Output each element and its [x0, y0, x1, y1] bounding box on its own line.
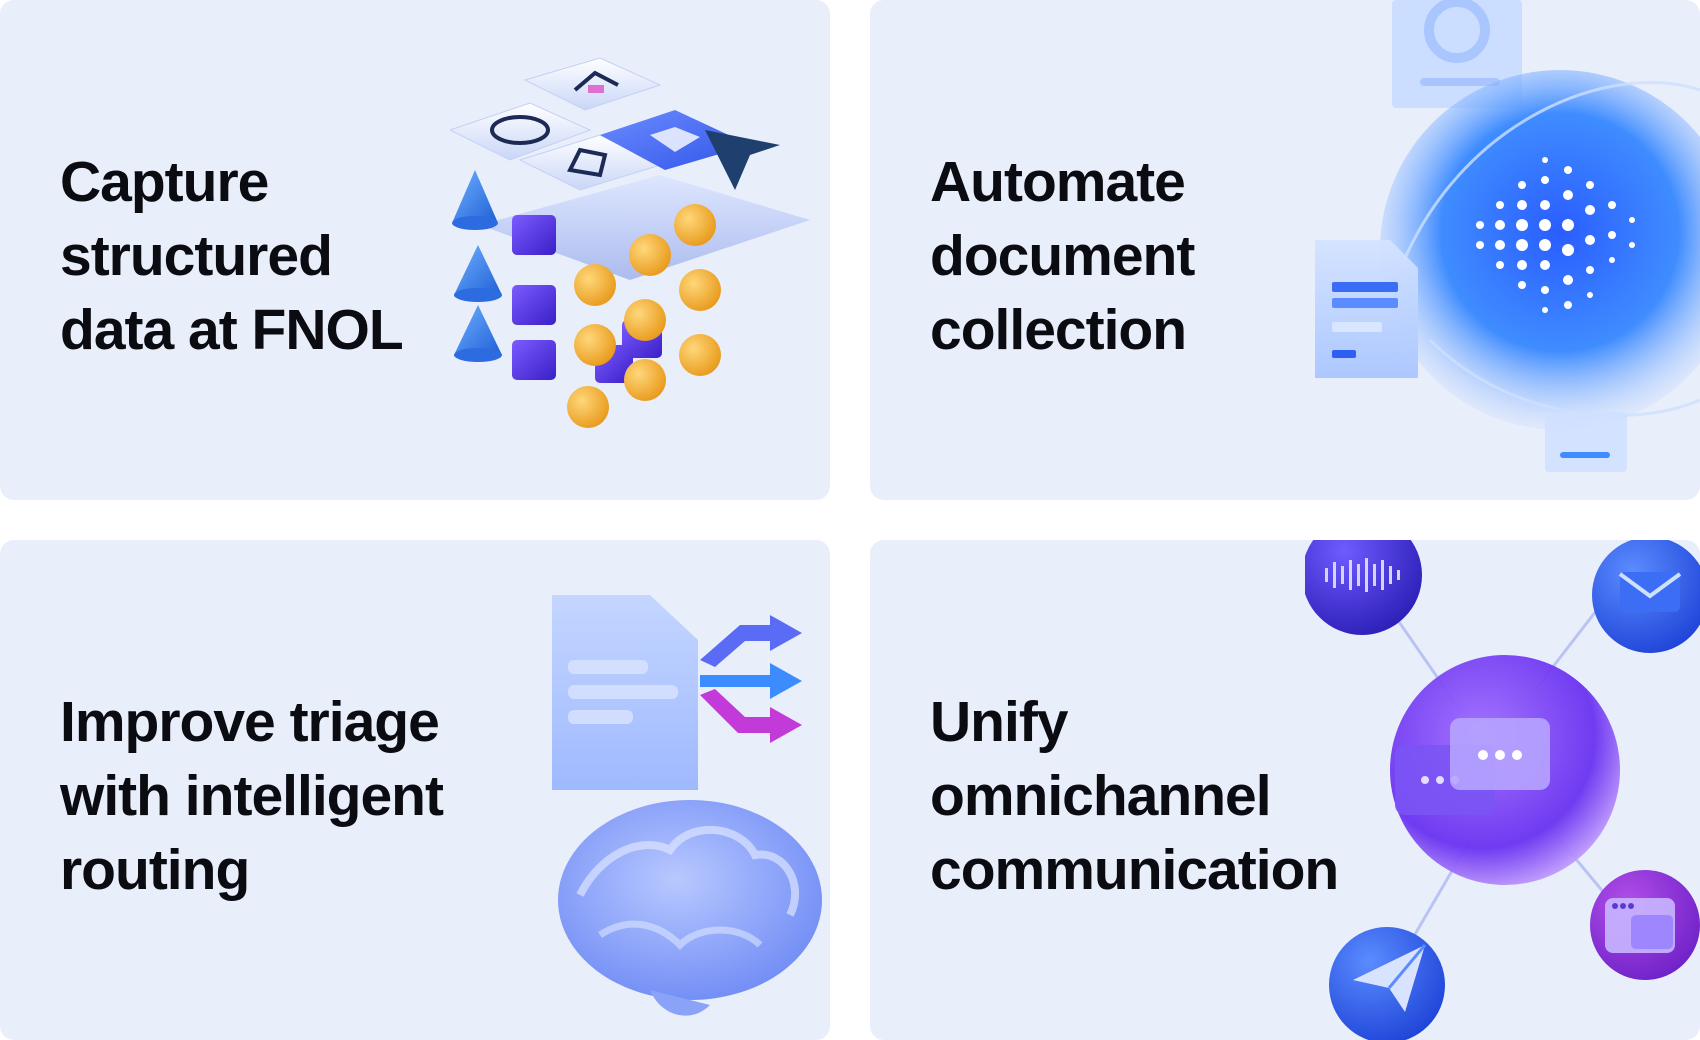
feature-card-documents: Automate document collection — [870, 0, 1700, 500]
omnichannel-network-illustration — [1305, 540, 1700, 1040]
card-title: Automate document collection — [930, 150, 1195, 362]
card-title: Unify omnichannel communication — [930, 690, 1339, 902]
brain-routing-illustration — [540, 595, 830, 1040]
feature-card-omnichannel: Unify omnichannel communication — [870, 540, 1700, 1040]
feature-card-triage: Improve triage with intelligent routing — [0, 540, 830, 1040]
card-title: Improve triage with intelligent routing — [60, 690, 444, 902]
data-grid-illustration — [450, 55, 830, 455]
card-title: Capture structured data at FNOL — [60, 150, 404, 362]
feature-card-fnol: Capture structured data at FNOL — [0, 0, 830, 500]
document-sphere-illustration — [1310, 0, 1700, 500]
